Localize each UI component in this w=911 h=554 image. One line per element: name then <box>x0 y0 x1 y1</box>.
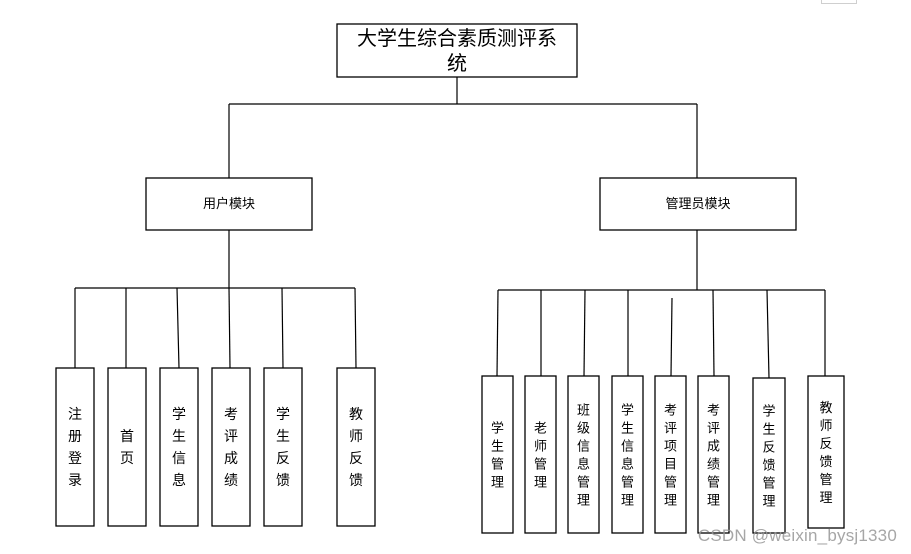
admin-module-node: 管理员模块 <box>599 177 797 231</box>
admin-module-item-label: 考评项目管理 <box>664 404 677 509</box>
admin-module-item: 考评项目管理 <box>654 375 687 534</box>
user-module-item-box <box>211 367 251 527</box>
user-module-item: 学生反馈 <box>263 367 303 527</box>
admin-module-item-box <box>807 375 845 529</box>
admin-module-item-box <box>752 377 786 534</box>
admin-module-item: 班级信息管理 <box>567 375 600 534</box>
user-module-item-label: 教师反馈 <box>349 407 363 489</box>
root-node: 大学生综合素质测评系 统 <box>336 23 578 78</box>
watermark: CSDN @weixin_bysj1330 <box>697 526 897 545</box>
user-module-item-box <box>159 367 199 527</box>
user-module-item: 教师反馈 <box>336 367 376 527</box>
connectors <box>74 77 826 379</box>
user-module-items: 注册登录 首页 学生信息 考评成绩 学生反馈 教师反馈 <box>55 367 376 527</box>
admin-module-item-label: 教师反馈管理 <box>819 400 832 506</box>
user-module-item: 学生信息 <box>159 367 199 527</box>
user-module-label: 用户模块 <box>203 196 255 212</box>
user-module-item-label: 学生反馈 <box>276 407 290 489</box>
admin-module-items: 学生管理 老师管理 班级信息管理 学生信息管理 考评项目管理 考评成绩管理 学生反馈管理 教师… <box>481 375 845 534</box>
admin-module-item-box <box>524 375 557 534</box>
user-module-item: 首页 <box>107 367 147 527</box>
user-module-item: 注册登录 <box>55 367 95 527</box>
admin-module-item: 考评成绩管理 <box>697 375 730 534</box>
user-module-node: 用户模块 <box>145 177 313 231</box>
root-title-line1: 大学生综合素质测评系 <box>357 26 557 50</box>
admin-module-item-box <box>654 375 687 534</box>
admin-module-item-label: 考评成绩管理 <box>707 404 720 509</box>
root-title-line2: 统 <box>447 51 467 75</box>
user-module-item-label: 考评成绩 <box>224 407 238 489</box>
user-module-item-label: 首页 <box>120 429 134 467</box>
user-module-item-label: 学生信息 <box>172 407 186 489</box>
admin-module-item-box <box>481 375 514 534</box>
admin-module-item-box <box>567 375 600 534</box>
admin-module-item: 老师管理 <box>524 375 557 534</box>
admin-module-item: 学生管理 <box>481 375 514 534</box>
admin-module-item: 教师反馈管理 <box>807 375 845 529</box>
admin-module-item-label: 学生信息管理 <box>621 403 634 509</box>
user-module-item-box <box>107 367 147 527</box>
admin-module-item-label: 老师管理 <box>534 422 547 491</box>
admin-module-item: 学生信息管理 <box>611 375 644 534</box>
user-module-item-box <box>263 367 303 527</box>
admin-module-item-label: 班级信息管理 <box>577 404 590 509</box>
user-module-item-label: 注册登录 <box>68 407 82 489</box>
user-module-item-box <box>55 367 95 527</box>
admin-module-item-label: 学生反馈管理 <box>762 404 775 510</box>
admin-module-item-label: 学生管理 <box>491 421 504 491</box>
admin-module-item-box <box>697 375 730 534</box>
corner-mark <box>821 0 857 4</box>
admin-module-item-box <box>611 375 644 534</box>
user-module-item: 考评成绩 <box>211 367 251 527</box>
admin-module-item: 学生反馈管理 <box>752 377 786 534</box>
user-module-item-box <box>336 367 376 527</box>
admin-module-label: 管理员模块 <box>665 197 730 212</box>
